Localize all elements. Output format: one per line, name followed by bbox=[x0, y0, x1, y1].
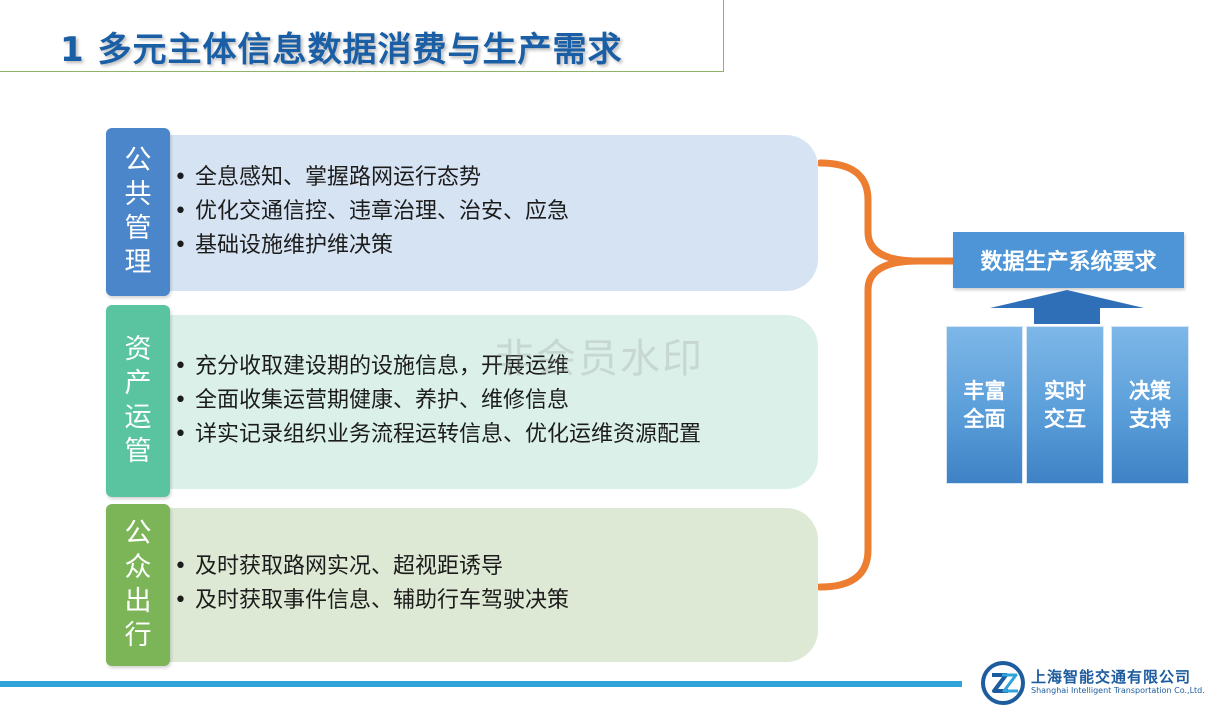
pillar-text: 决策 bbox=[1129, 379, 1171, 403]
watermark: 非会员水印 bbox=[494, 336, 704, 382]
row-tab-char: 行 bbox=[124, 620, 152, 651]
pillar-text: 支持 bbox=[1129, 407, 1171, 431]
row-tab-char: 共 bbox=[124, 179, 152, 210]
row-bullets-public-management: 全息感知、掌握路网运行态势 优化交通信控、违章治理、治安、应急 基础设施维护维决… bbox=[174, 161, 569, 263]
pillar-text: 全面 bbox=[963, 407, 1006, 431]
title-frame bbox=[0, 0, 724, 72]
list-item: 全息感知、掌握路网运行态势 bbox=[174, 161, 569, 195]
row-tab-char: 管 bbox=[124, 213, 152, 244]
row-tab-char: 理 bbox=[124, 247, 152, 278]
pillar-text: 交互 bbox=[1044, 407, 1086, 431]
list-item: 及时获取路网实况、超视距诱导 bbox=[174, 550, 569, 584]
pillar-text: 丰富 bbox=[963, 379, 1006, 403]
row-tab-char: 运 bbox=[124, 402, 152, 433]
up-arrow-icon bbox=[990, 290, 1144, 324]
page-title: 1 多元主体信息数据消费与生产需求 bbox=[60, 30, 623, 70]
row-tab-char: 出 bbox=[124, 586, 152, 617]
row-bullets-public-travel: 及时获取路网实况、超视距诱导 及时获取事件信息、辅助行车驾驶决策 bbox=[174, 550, 569, 618]
row-tab-char: 公 bbox=[124, 145, 152, 176]
company-name-en: Shanghai Intelligent Transportation Co.,… bbox=[1031, 686, 1205, 695]
row-tab-asset-operation: 资 产 运 管 bbox=[106, 305, 170, 497]
list-item: 优化交通信控、违章治理、治安、应急 bbox=[174, 195, 569, 229]
pillar-rich-comprehensive: 丰富 全面 bbox=[946, 326, 1023, 484]
pillar-text: 实时 bbox=[1044, 379, 1086, 403]
requirement-box: 数据生产系统要求 bbox=[953, 232, 1184, 288]
footer-divider bbox=[0, 681, 962, 687]
row-tab-public-management: 公 共 管 理 bbox=[106, 128, 170, 296]
pillar-realtime-interaction: 实时 交互 bbox=[1026, 326, 1104, 484]
row-tab-char: 众 bbox=[124, 552, 152, 583]
row-tab-char: 管 bbox=[124, 436, 152, 467]
row-tab-char: 公 bbox=[124, 518, 152, 549]
row-tab-char: 资 bbox=[124, 334, 152, 365]
company-logo-icon bbox=[981, 661, 1025, 705]
list-item: 全面收集运营期健康、养护、维修信息 bbox=[174, 384, 701, 418]
pillar-decision-support: 决策 支持 bbox=[1111, 326, 1189, 484]
company-name-cn: 上海智能交通有限公司 bbox=[1031, 668, 1192, 686]
row-bullets-asset-operation: 充分收取建设期的设施信息，开展运维 全面收集运营期健康、养护、维修信息 详实记录… bbox=[174, 350, 701, 452]
row-tab-char: 产 bbox=[124, 368, 152, 399]
curly-brace-connector bbox=[818, 159, 958, 591]
row-tab-public-travel: 公 众 出 行 bbox=[106, 504, 170, 666]
list-item: 详实记录组织业务流程运转信息、优化运维资源配置 bbox=[174, 418, 701, 452]
list-item: 及时获取事件信息、辅助行车驾驶决策 bbox=[174, 584, 569, 618]
list-item: 基础设施维护维决策 bbox=[174, 229, 569, 263]
list-item: 充分收取建设期的设施信息，开展运维 bbox=[174, 350, 701, 384]
